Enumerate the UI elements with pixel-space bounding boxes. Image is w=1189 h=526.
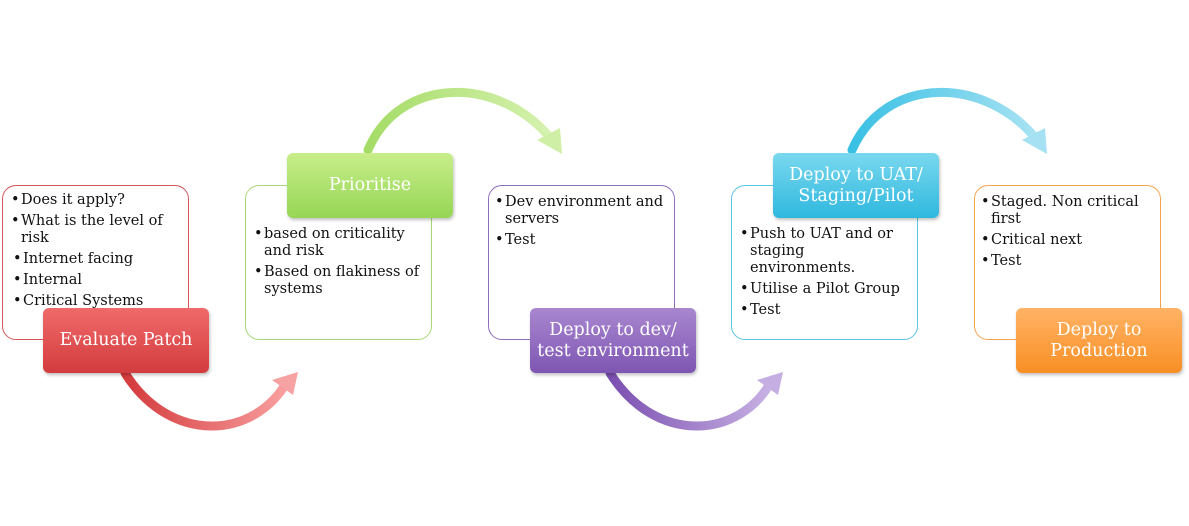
arrow-prioritise-to-dev: [363, 87, 562, 155]
step-title-text: Prioritise: [328, 175, 412, 195]
list-item: Utilise a Pilot Group: [740, 281, 911, 298]
list-item: Test: [740, 302, 911, 319]
step-list-prioritise: based on criticality and risk Based on f…: [254, 226, 425, 298]
list-item: based on criticality and risk: [254, 226, 425, 260]
list-item: Based on flakiness of systems: [254, 264, 425, 298]
step-title-text: Evaluate Patch: [59, 330, 193, 350]
list-item: Does it apply?: [11, 192, 182, 209]
list-item: What is the level of risk: [11, 213, 182, 247]
step-title-text: Deploy to UAT/ Staging/Pilot: [789, 164, 923, 206]
list-item: Internal: [13, 272, 182, 289]
list-item: Internet facing: [13, 251, 182, 268]
list-item: Critical Systems: [13, 293, 182, 310]
arrow-dev-to-uat: [605, 368, 783, 431]
step-list-evaluate: Does it apply? What is the level of risk…: [11, 192, 182, 310]
list-item: Push to UAT and or staging environments.: [740, 226, 911, 277]
arrow-evaluate-to-prioritise: [120, 368, 298, 431]
step-title-evaluate: Evaluate Patch: [43, 308, 209, 373]
list-item: Staged. Non critical first: [981, 194, 1154, 228]
list-item: Critical next: [981, 232, 1154, 249]
step-list-production: Staged. Non critical first Critical next…: [981, 194, 1154, 270]
step-title-text: Deploy to dev/ test environment: [537, 319, 689, 361]
step-title-dev: Deploy to dev/ test environment: [530, 308, 696, 373]
step-title-prioritise: Prioritise: [287, 153, 453, 218]
arrow-uat-to-production: [847, 87, 1047, 155]
step-title-production: Deploy to Production: [1016, 308, 1182, 373]
list-item: Dev environment and servers: [495, 194, 668, 228]
list-item: Test: [981, 253, 1154, 270]
step-list-dev: Dev environment and servers Test: [495, 194, 668, 249]
step-list-uat: Push to UAT and or staging environments.…: [740, 226, 911, 319]
list-item: Test: [495, 232, 668, 249]
step-title-uat: Deploy to UAT/ Staging/Pilot: [773, 153, 939, 218]
step-title-text: Deploy to Production: [1050, 319, 1148, 361]
